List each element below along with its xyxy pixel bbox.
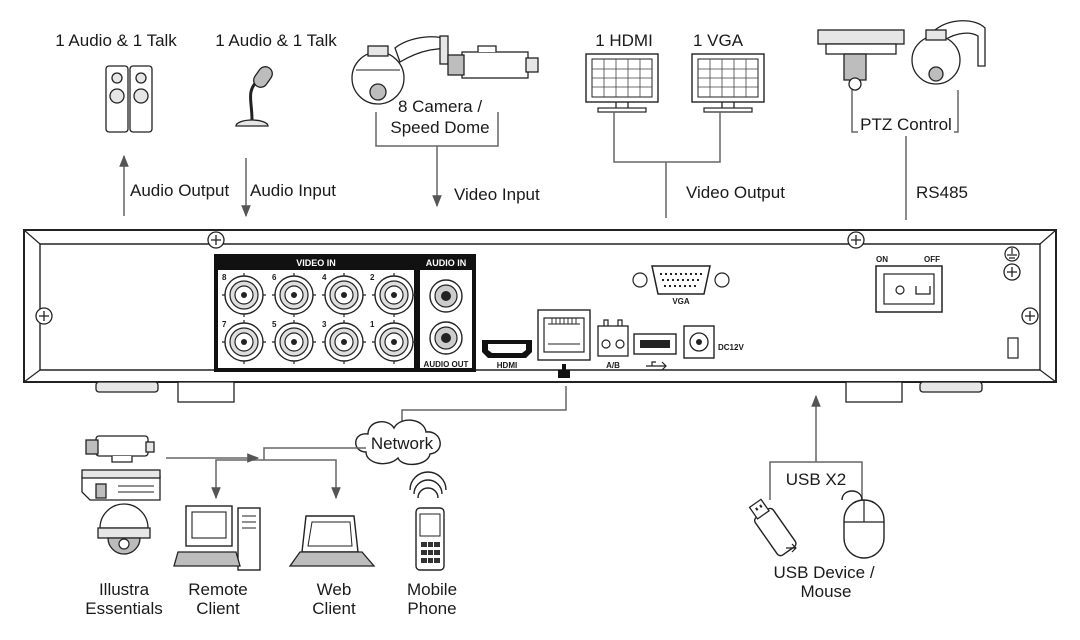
channel-label: 8 bbox=[222, 273, 227, 282]
channel-label: 1 bbox=[370, 320, 375, 329]
label-remote-client: Client bbox=[196, 599, 240, 618]
label-speed-dome: Speed Dome bbox=[390, 118, 489, 137]
label-audio-in: AUDIO IN bbox=[426, 258, 467, 268]
label-web-client: Client bbox=[312, 599, 356, 618]
label-hdmi-monitor: 1 HDMI bbox=[595, 31, 653, 50]
label-web: Web bbox=[317, 580, 352, 599]
channel-label: 3 bbox=[322, 320, 327, 329]
label-audio-talk-2: 1 Audio & 1 Talk bbox=[215, 31, 337, 50]
label-video-output: Video Output bbox=[686, 183, 785, 202]
label-usb-device: USB Device / bbox=[773, 563, 874, 582]
speed-dome-camera-icon bbox=[351, 35, 449, 105]
label-network: Network bbox=[371, 434, 434, 453]
ptz-dome-camera-icon bbox=[911, 20, 986, 85]
label-dc12v: DC12V bbox=[718, 343, 744, 352]
screw-icon bbox=[847, 231, 865, 249]
usb-flash-drive-icon bbox=[748, 498, 797, 557]
audio-out-jack-icon bbox=[429, 321, 463, 355]
illustra-box-camera-icon bbox=[81, 469, 161, 501]
label-usb-x2: USB X2 bbox=[786, 470, 846, 489]
label-ab: A/B bbox=[606, 361, 620, 370]
audio-io-block: AUDIO IN AUDIO OUT bbox=[416, 254, 476, 372]
label-ptz-control: PTZ Control bbox=[860, 115, 952, 134]
label-vga-port: VGA bbox=[672, 297, 690, 306]
network-to-clients-line bbox=[263, 447, 366, 460]
usb-bracket-line bbox=[769, 461, 863, 500]
label-mouse: Mouse bbox=[800, 582, 851, 601]
label-mobile: Mobile bbox=[407, 580, 457, 599]
screw-icon bbox=[1003, 263, 1021, 281]
illustra-dome-camera-icon bbox=[97, 503, 151, 555]
label-audio-input: Audio Input bbox=[250, 181, 336, 200]
label-off: OFF bbox=[924, 255, 940, 264]
network-cloud-icon bbox=[355, 419, 441, 465]
label-camera-count: 8 Camera / bbox=[398, 97, 482, 116]
vga-monitor-icon bbox=[691, 53, 765, 113]
screw-icon bbox=[1021, 307, 1039, 325]
monitor-bracket-line bbox=[613, 112, 721, 163]
channel-label: 7 bbox=[222, 320, 227, 329]
label-audio-out: AUDIO OUT bbox=[424, 360, 469, 369]
label-essentials: Essentials bbox=[85, 599, 162, 618]
channel-label: 5 bbox=[272, 320, 277, 329]
usb-port-icon bbox=[633, 333, 677, 371]
label-audio-output: Audio Output bbox=[130, 181, 230, 200]
network-port-icon bbox=[537, 309, 591, 378]
speaker-icon bbox=[105, 65, 153, 133]
microphone-icon bbox=[235, 66, 273, 127]
desktop-computer-icon bbox=[173, 505, 261, 571]
mobile-phone-icon bbox=[409, 471, 447, 571]
label-illustra: Illustra bbox=[99, 580, 150, 599]
power-switch-icon: ON OFF bbox=[875, 255, 943, 313]
screw-icon bbox=[207, 231, 225, 249]
laptop-icon bbox=[288, 515, 376, 567]
label-on: ON bbox=[876, 255, 888, 264]
label-video-input: Video Input bbox=[454, 185, 540, 204]
label-phone: Phone bbox=[407, 599, 456, 618]
ptz-box-camera-icon bbox=[817, 29, 905, 91]
box-camera-icon bbox=[447, 45, 539, 79]
label-audio-talk-1: 1 Audio & 1 Talk bbox=[55, 31, 177, 50]
screw-icon bbox=[35, 307, 53, 325]
ground-icon bbox=[1004, 246, 1020, 359]
channel-label: 2 bbox=[370, 273, 375, 282]
power-input-icon: DC12V bbox=[683, 325, 744, 359]
audio-in-jack-icon bbox=[429, 279, 463, 313]
label-rs485: RS485 bbox=[916, 183, 968, 202]
illustra-bullet-camera-icon bbox=[85, 435, 155, 463]
channel-label: 6 bbox=[272, 273, 277, 282]
video-in-block: VIDEO IN 8 6 4 2 7 5 3 1 bbox=[214, 254, 418, 372]
label-vga-monitor: 1 VGA bbox=[693, 31, 744, 50]
vga-port-icon: VGA bbox=[632, 265, 730, 306]
channel-label: 4 bbox=[322, 273, 327, 282]
clients-bracket-line bbox=[215, 459, 337, 474]
hdmi-monitor-icon bbox=[585, 53, 659, 113]
label-hdmi-port: HDMI bbox=[497, 361, 517, 370]
mouse-icon bbox=[841, 490, 885, 559]
hdmi-port-icon: HDMI bbox=[482, 340, 532, 370]
network-line bbox=[401, 386, 567, 430]
rs485-terminal-icon: A/B bbox=[597, 319, 629, 370]
label-video-in: VIDEO IN bbox=[296, 258, 336, 268]
label-remote: Remote bbox=[188, 580, 248, 599]
